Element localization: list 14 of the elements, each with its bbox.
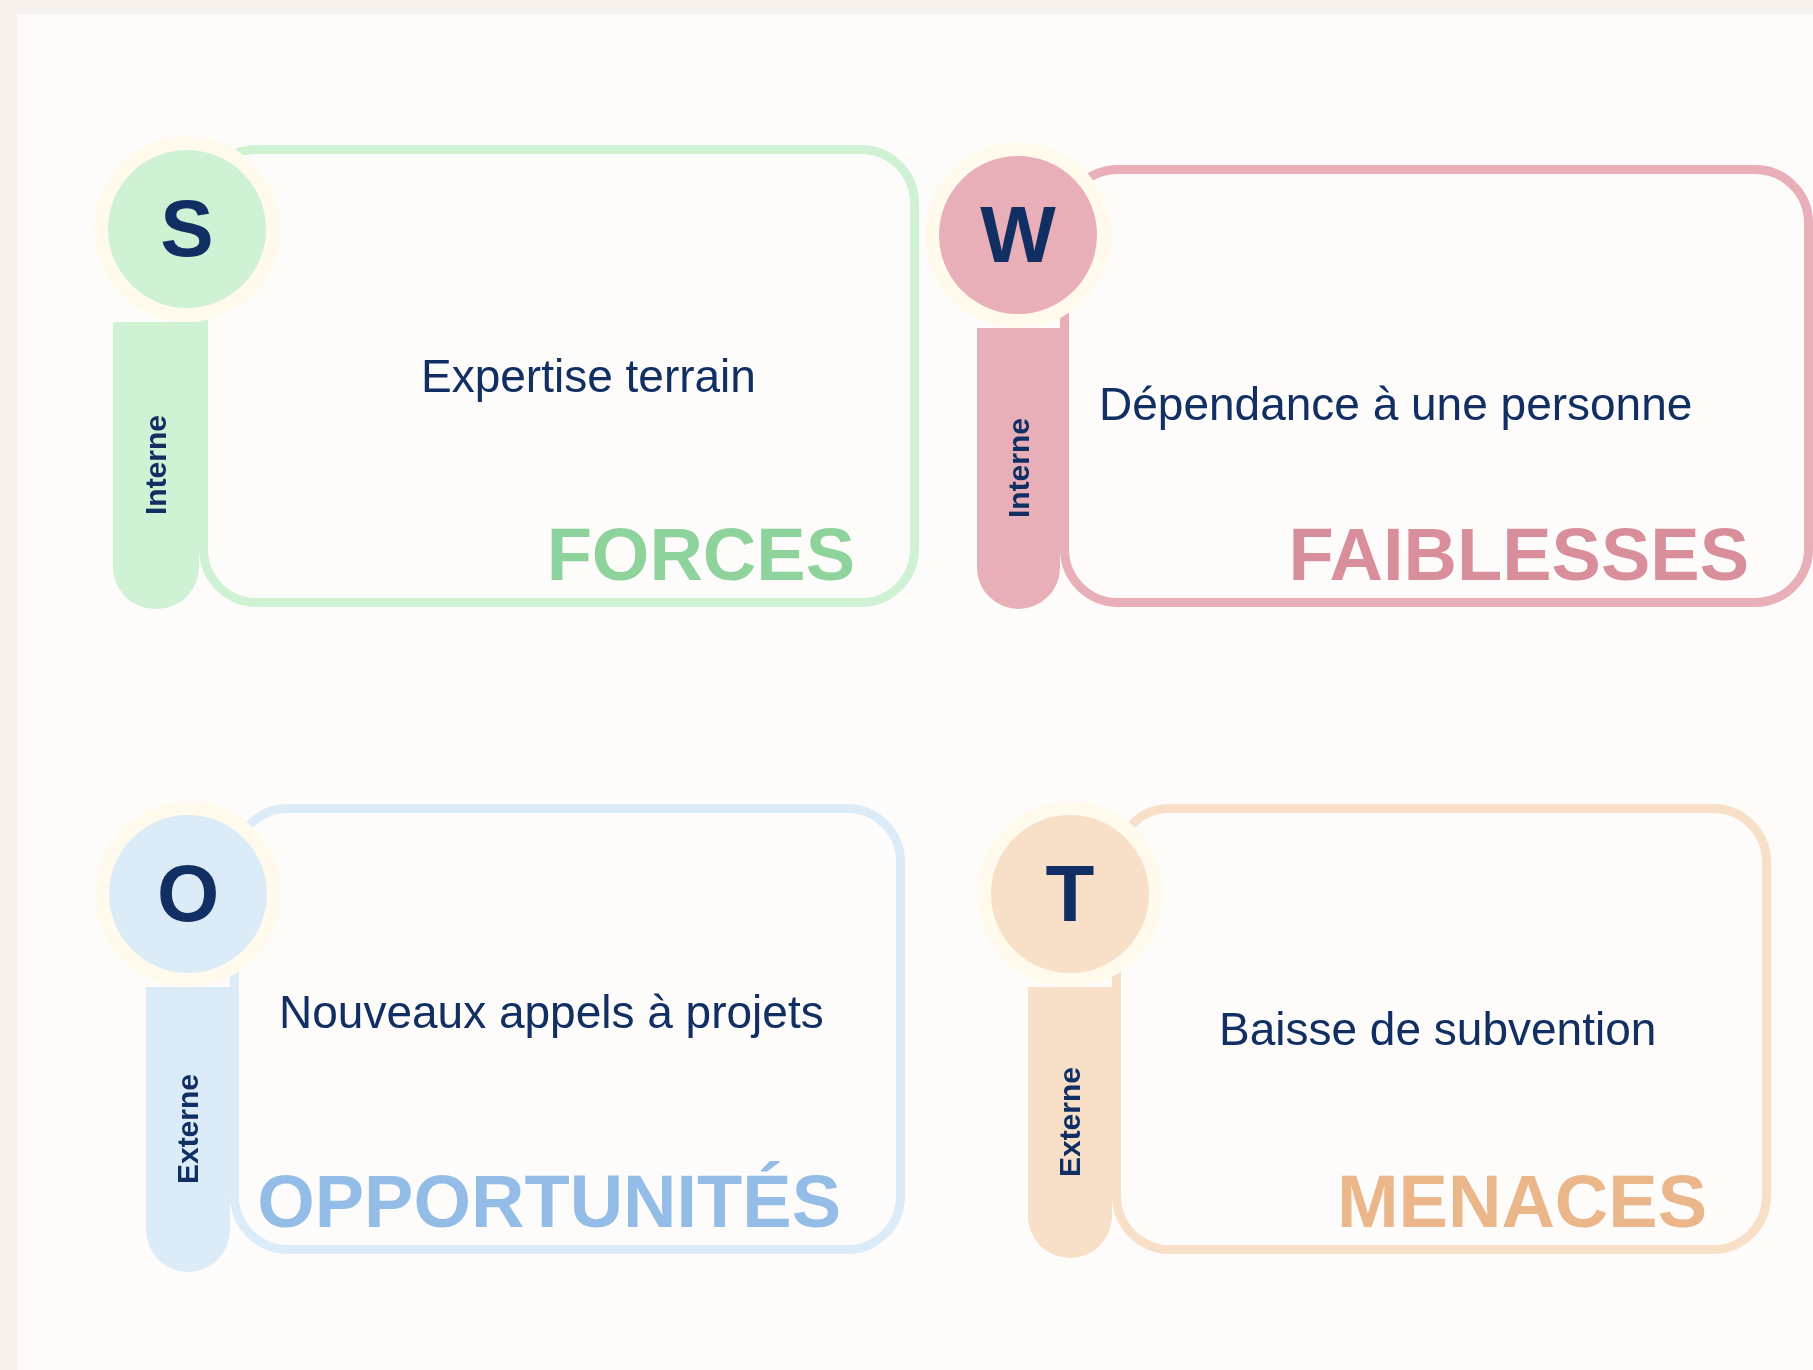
quadrant-text: Baisse de subvention bbox=[1219, 1004, 1657, 1055]
side-label: Externe bbox=[171, 1074, 205, 1185]
quadrant-text: Expertise terrain bbox=[421, 351, 756, 402]
quadrant-title: MENACES bbox=[1336, 1165, 1707, 1239]
side-label: Interne bbox=[139, 415, 173, 516]
quadrant-card bbox=[1112, 804, 1771, 1254]
quadrant-card bbox=[1060, 165, 1813, 607]
quadrant-text: Dépendance à une personne bbox=[1099, 379, 1693, 430]
quadrant-title: FAIBLESSES bbox=[1288, 518, 1749, 592]
quadrant-text: Nouveaux appels à projets bbox=[279, 987, 824, 1038]
quadrant-card bbox=[230, 804, 905, 1254]
side-label: Externe bbox=[1053, 1067, 1087, 1178]
quadrant-title: FORCES bbox=[546, 518, 855, 592]
side-label: Interne bbox=[1001, 418, 1036, 519]
